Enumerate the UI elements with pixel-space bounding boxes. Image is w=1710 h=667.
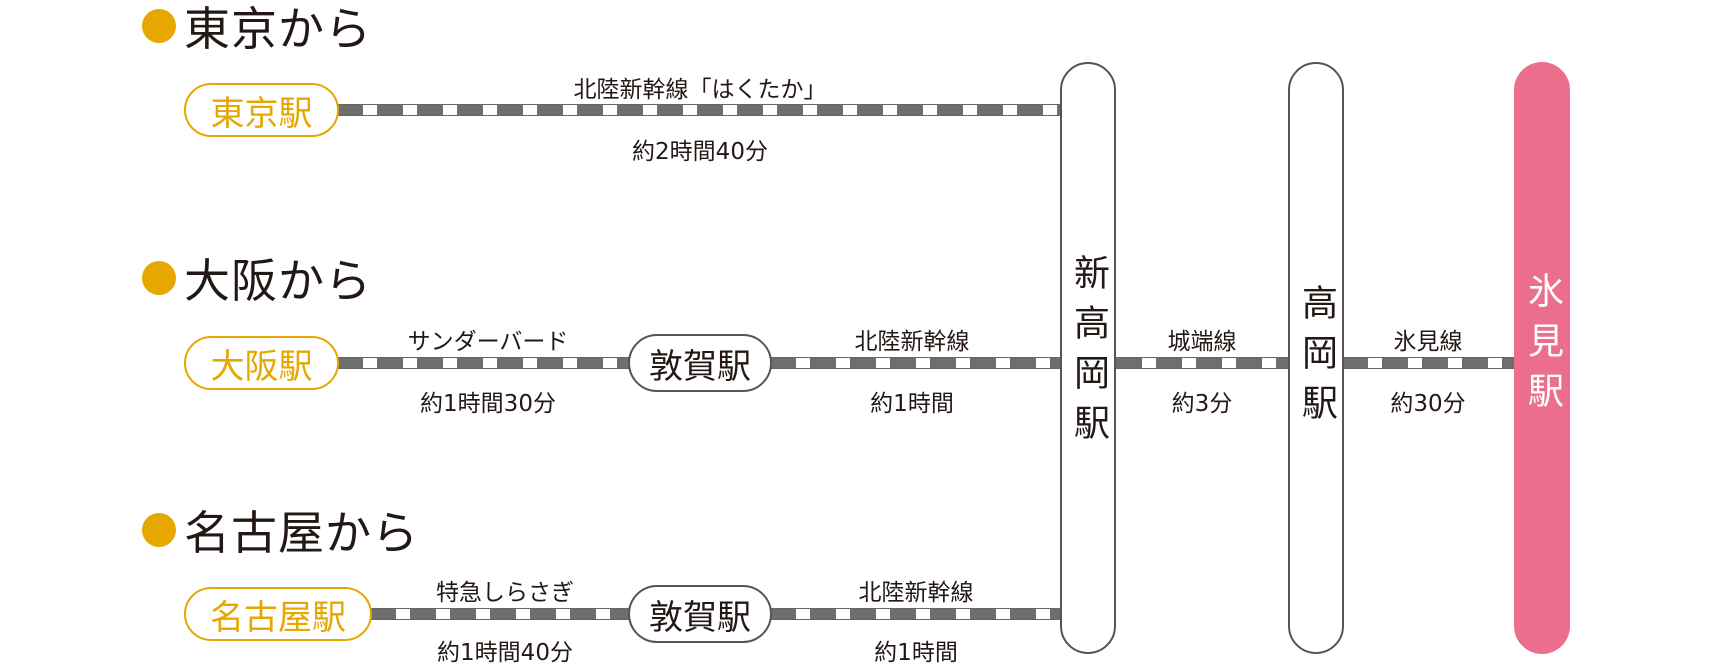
track-osaka-thunderbird [337, 357, 637, 369]
route-himi-line-name: 氷見線 [1393, 329, 1463, 355]
transfer-tsuruga-label: 敦賀駅 [649, 597, 751, 638]
route-osaka-line-1: サンダーバード [407, 329, 569, 355]
header-tokyo-text: 東京から [184, 2, 372, 56]
origin-station-osaka: 大阪駅 [184, 336, 339, 390]
bullet-dot-icon [142, 513, 176, 547]
origin-nagoya-label: 名古屋駅 [210, 597, 346, 638]
origin-tokyo-label: 東京駅 [210, 93, 313, 134]
route-johana-line-name: 城端線 [1167, 329, 1237, 355]
header-from-tokyo: 東京から [142, 0, 372, 56]
track-himi-line [1342, 357, 1516, 369]
station-himi-label: 氷見駅 [1522, 272, 1563, 422]
route-nagoya-duration-1: 約1時間40分 [437, 640, 573, 666]
route-osaka-line-2: 北陸新幹線 [854, 329, 970, 355]
header-nagoya-text: 名古屋から [184, 506, 419, 560]
track-tokyo-shinkansen [337, 104, 1062, 116]
header-from-osaka: 大阪から [142, 248, 372, 308]
bullet-dot-icon [142, 261, 176, 295]
track-nagoya-shirasagi [370, 608, 637, 620]
route-tokyo-line-name: 北陸新幹線「はくたか」 [573, 77, 827, 103]
route-johana-duration: 約3分 [1171, 391, 1233, 417]
station-takaoka: 高岡駅 [1288, 62, 1344, 654]
transfer-station-tsuruga-nagoya: 敦賀駅 [628, 585, 772, 643]
origin-osaka-label: 大阪駅 [210, 346, 313, 387]
header-from-nagoya: 名古屋から [142, 500, 419, 560]
track-johana-line [1116, 357, 1290, 369]
header-osaka-text: 大阪から [184, 254, 372, 308]
transfer-station-tsuruga-osaka: 敦賀駅 [628, 334, 772, 392]
origin-station-nagoya: 名古屋駅 [184, 587, 372, 641]
route-osaka-duration-2: 約1時間 [870, 391, 954, 417]
route-nagoya-line-2: 北陸新幹線 [858, 580, 974, 606]
station-himi-destination: 氷見駅 [1514, 62, 1570, 654]
transfer-tsuruga-label: 敦賀駅 [649, 346, 751, 387]
route-osaka-duration-1: 約1時間30分 [420, 391, 556, 417]
route-himi-duration: 約30分 [1390, 391, 1466, 417]
station-takaoka-label: 高岡駅 [1296, 284, 1337, 434]
route-nagoya-duration-2: 約1時間 [874, 640, 958, 666]
track-osaka-shinkansen [770, 357, 1062, 369]
station-shin-takaoka: 新高岡駅 [1060, 62, 1116, 654]
origin-station-tokyo: 東京駅 [184, 83, 339, 137]
route-nagoya-line-1: 特急しらさぎ [436, 580, 574, 606]
route-tokyo-duration: 約2時間40分 [632, 139, 768, 165]
track-nagoya-shinkansen [770, 608, 1062, 620]
bullet-dot-icon [142, 9, 176, 43]
station-shin-takaoka-label: 新高岡駅 [1068, 254, 1109, 454]
